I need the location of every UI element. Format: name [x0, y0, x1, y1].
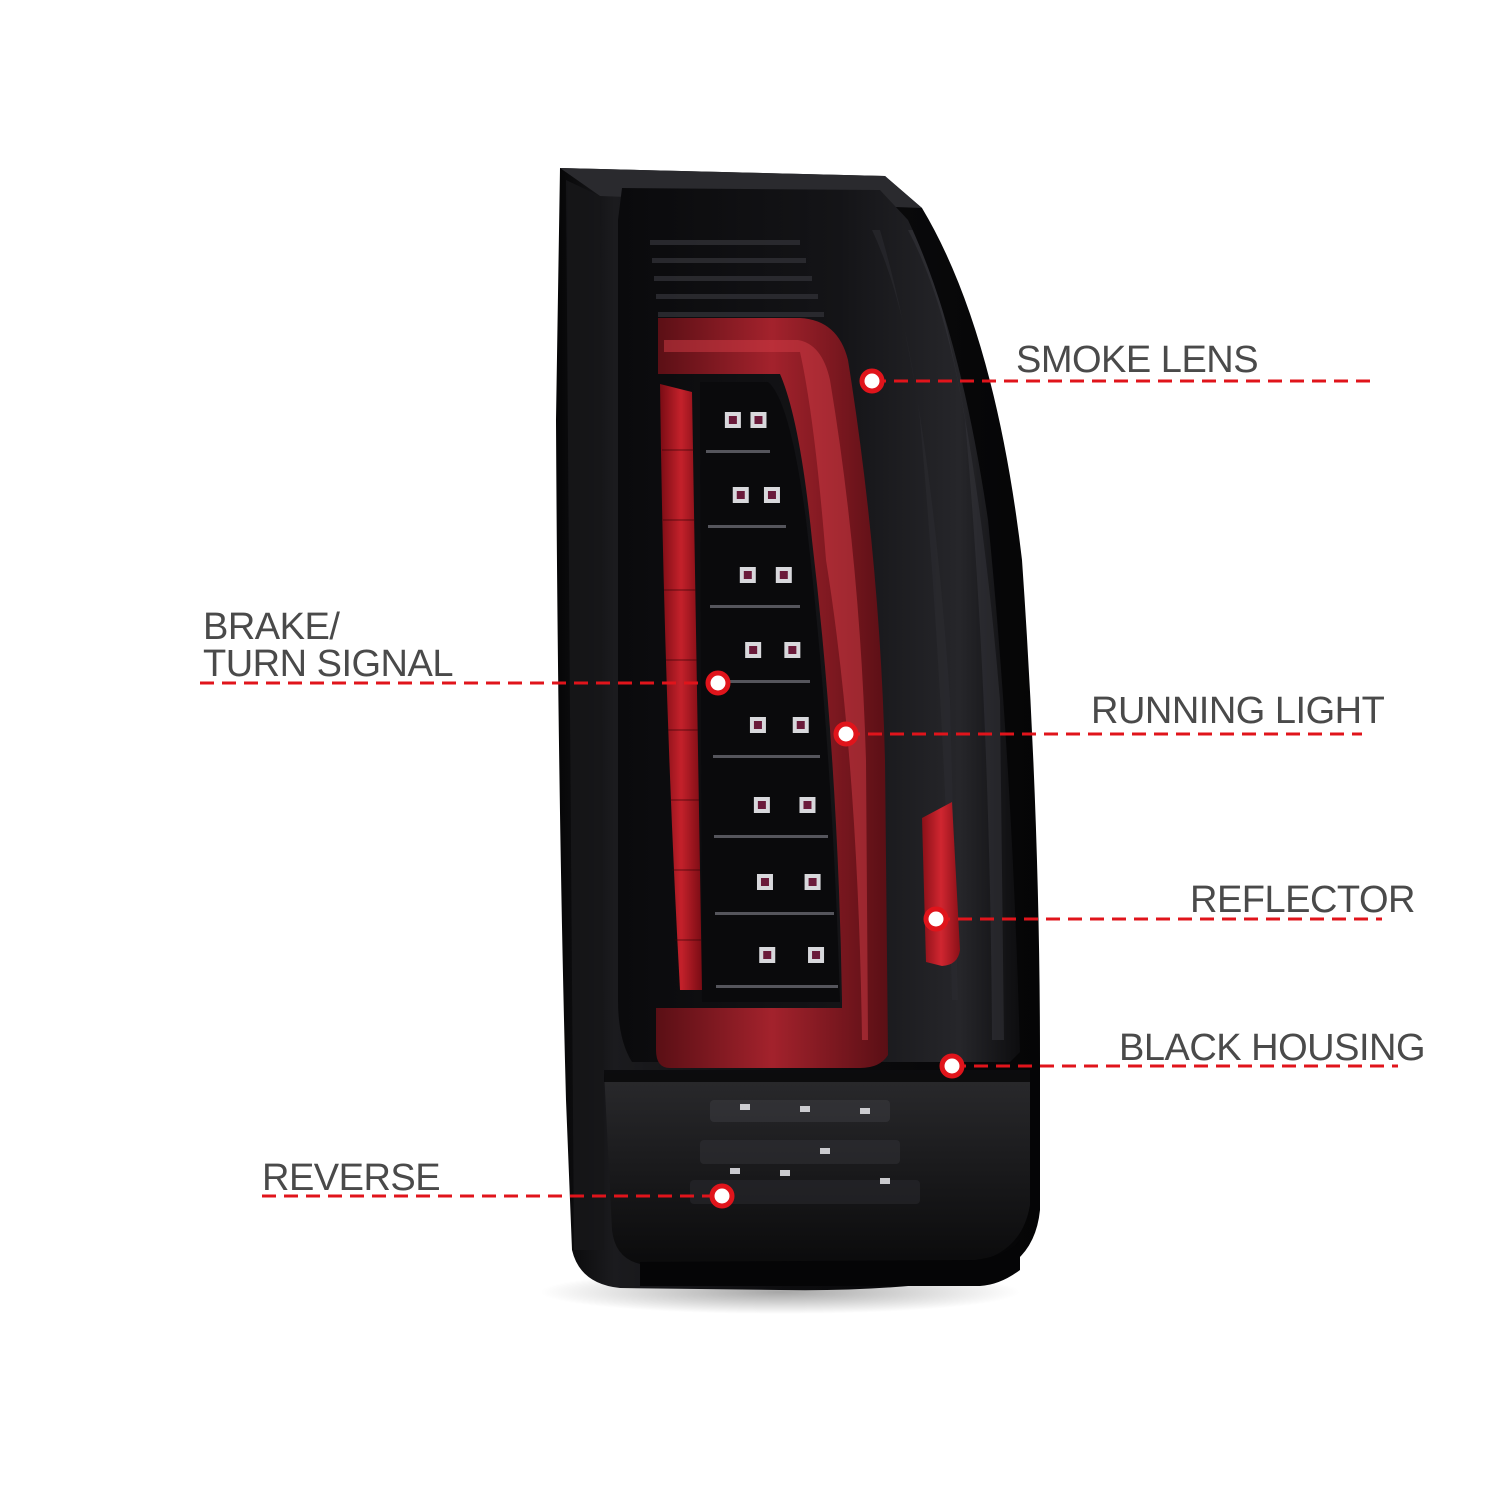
- led-chip-core: [749, 646, 758, 654]
- led-chip-core: [754, 416, 763, 424]
- brake-turn-label-line2: TURN SIGNAL: [203, 643, 453, 685]
- led-chip-core: [767, 491, 776, 499]
- brake-turn-label-line1: BRAKE/: [203, 606, 340, 648]
- led-chip-core: [760, 878, 769, 886]
- reflector-label: REFLECTOR: [1190, 879, 1415, 921]
- led-chip-core: [796, 721, 805, 729]
- led-row-divider: [706, 450, 770, 453]
- led-row-divider: [708, 525, 786, 528]
- led-chip-core: [757, 801, 766, 809]
- led-chip-core: [803, 801, 812, 809]
- smoke-lens-label: SMOKE LENS: [1016, 339, 1259, 381]
- led-chip-core: [763, 951, 772, 959]
- led-chip-core: [808, 878, 817, 886]
- brake-turn-callout-dot: [705, 670, 731, 696]
- brake-strip: [660, 384, 702, 990]
- led-array: [706, 412, 838, 988]
- reverse-lens: [604, 1070, 1030, 1264]
- led-row-divider: [714, 835, 828, 838]
- led-chip-core: [736, 491, 745, 499]
- led-row-divider: [716, 985, 838, 988]
- led-row-divider: [712, 680, 810, 683]
- led-row-divider: [710, 605, 800, 608]
- reverse-callout-dot: [709, 1183, 735, 1209]
- reflector-callout-dot: [923, 906, 949, 932]
- led-panel: [700, 382, 840, 1002]
- led-chip-core: [779, 571, 788, 579]
- running-light-callout-dot: [833, 721, 859, 747]
- led-row-divider: [715, 912, 834, 915]
- smoke-lens-callout-dot: [859, 368, 885, 394]
- running-light-label: RUNNING LIGHT: [1091, 690, 1385, 732]
- led-row-divider: [713, 755, 820, 758]
- led-chip-core: [812, 951, 821, 959]
- black-housing-callout-dot: [939, 1053, 965, 1079]
- led-chip-core: [743, 571, 752, 579]
- led-chip-core: [728, 416, 737, 424]
- led-chip-core: [753, 721, 762, 729]
- led-chip-core: [788, 646, 797, 654]
- reverse-label: REVERSE: [262, 1157, 441, 1199]
- black-housing-label: BLACK HOUSING: [1119, 1027, 1426, 1069]
